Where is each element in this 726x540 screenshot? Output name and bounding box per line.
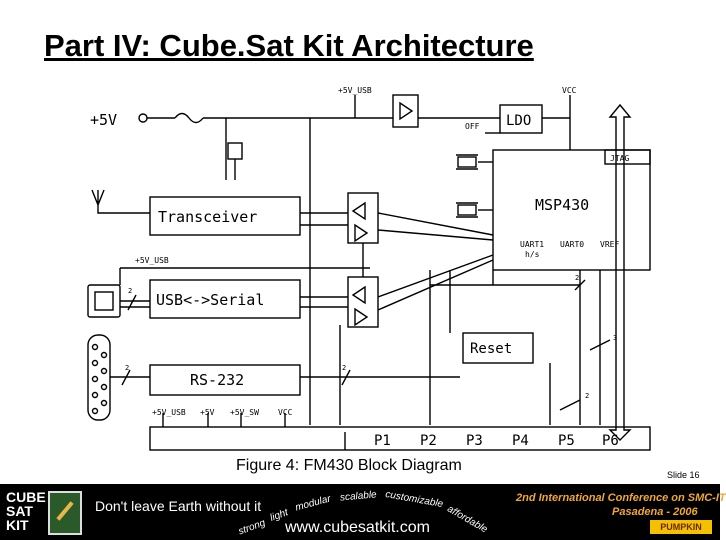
power-switch-fet [227,142,243,160]
usb5v-top-label: +5V_USB [338,86,372,95]
cubesatkit-logo: CUBE SAT KIT [4,488,82,536]
pumpkin-logo: PUMPKIN [650,520,712,534]
conference-title: 2nd International Conference on SMC-IT [516,492,726,504]
antenna-symbol [91,189,150,214]
bus-label-5v: +5V [200,408,215,417]
transceiver-block [149,196,301,236]
footer-url[interactable]: www.cubesatkit.com [285,519,430,536]
vcc-top-label: VCC [562,86,577,95]
bus-label-vcc: VCC [278,408,293,417]
jtag-block [604,149,651,165]
ldo-label: LDO [506,113,531,129]
db9-connector [87,334,111,421]
word-customizable: customizable [384,489,444,510]
figure-caption: Figure 4: FM430 Block Diagram [236,457,462,474]
wire-count-bus-c: 2 [585,392,589,400]
footer-tagline: Don't leave Earth without it [95,498,262,514]
port-p2: P2 [420,433,437,449]
crystal-1 [457,156,477,168]
wire-count-rs232: 2 [342,364,346,372]
hs-label: h/s [525,250,540,259]
logo-text: CUBE SAT KIT [6,489,46,533]
rs232-label: RS-232 [190,371,244,389]
bottom-header [149,426,651,451]
usb-serial-label: USB<->Serial [156,291,264,309]
expansion-bus-arrow [608,103,632,441]
usb-connector [87,284,121,318]
ldo-block [499,104,543,134]
port-p3: P3 [466,433,483,449]
reset-label: Reset [470,341,512,357]
usb-serial-block [149,279,301,319]
footer-banner: CUBE SAT KIT Don't leave Earth without i… [0,484,726,540]
wire-count-bus-b: 3 [613,334,617,342]
conference-location: Pasadena - 2006 [612,506,698,518]
port-p5: P5 [558,433,575,449]
vref-label: VREF [600,240,619,249]
wire-count-db9: 2 [125,364,129,372]
wire-count-bus-a: 2 [575,274,579,282]
block-diagram: +5V +5V_USB VCC LDO OFF JTAG MSP430 UART… [87,86,651,451]
bus-label-5vsw: +5V_SW [230,408,259,417]
usb-supply-label: +5V_USB [135,256,169,265]
word-affordable: affordable [445,503,490,536]
word-modular: modular [294,493,332,514]
slide-number: Slide 16 [667,470,700,480]
plus5v-terminal [138,113,148,123]
word-strong: strong [236,517,267,538]
bus-label-usb5v: +5V_USB [152,408,186,417]
off-label: OFF [465,122,480,131]
power-buffer [392,94,419,128]
slide-title: Part IV: Cube.Sat Kit Architecture [44,28,534,63]
logo-emblem-icon [48,491,82,535]
crystal-2 [457,204,477,216]
port-p4: P4 [512,433,529,449]
fuse [174,112,204,124]
uart1-label: UART1 [520,240,544,249]
uart0-label: UART0 [560,240,584,249]
msp430-label: MSP430 [535,196,589,214]
transceiver-label: Transceiver [158,208,257,226]
wire-count-usb: 2 [128,287,132,295]
port-p1: P1 [374,433,391,449]
jtag-label: JTAG [610,154,629,163]
plus5v-label: +5V [90,111,117,129]
port-p6: P6 [602,433,619,449]
reset-block [462,332,534,364]
word-scalable: scalable [339,489,378,504]
rs232-block [149,364,301,396]
